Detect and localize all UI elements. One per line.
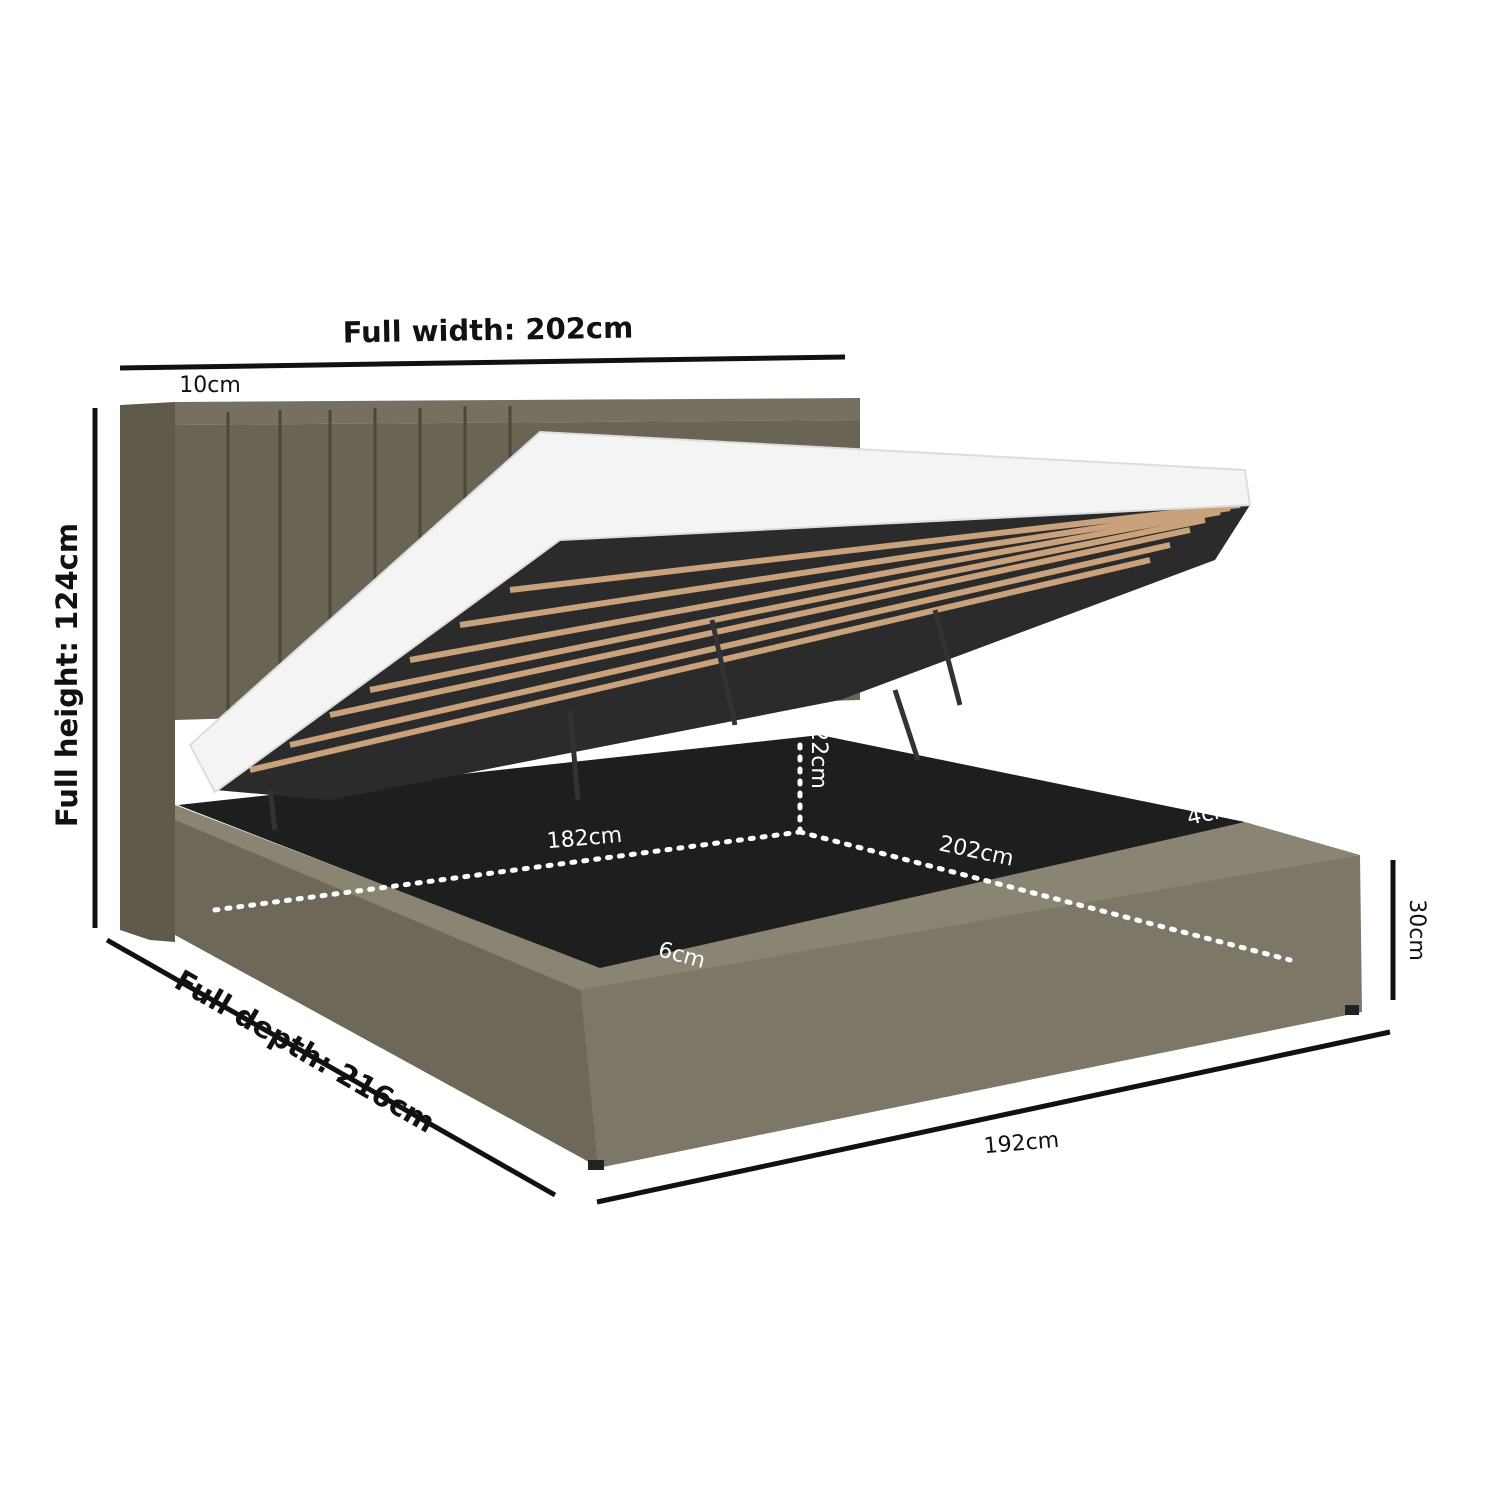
full-height-label: Full height: 124cm (50, 523, 84, 827)
slat-frame (215, 502, 1250, 831)
dimension-lines (92, 354, 1396, 1205)
full-width-label: Full width: 202cm (342, 310, 633, 349)
headboard-wing-label: 10cm (179, 373, 241, 398)
base-top-rail (175, 805, 1360, 990)
base-height-label: 30cm (1404, 899, 1429, 961)
base-side-face (175, 815, 600, 1168)
mattress (188, 430, 1252, 794)
interior-dotted-lines (212, 737, 1293, 963)
storage-interior (178, 735, 1245, 975)
bed-foot (588, 1160, 604, 1170)
base-front-face (580, 855, 1362, 1168)
front-width-label: 192cm (983, 1128, 1060, 1159)
storage-height-label: 22cm (806, 727, 831, 789)
bed-foot (1345, 1005, 1359, 1015)
